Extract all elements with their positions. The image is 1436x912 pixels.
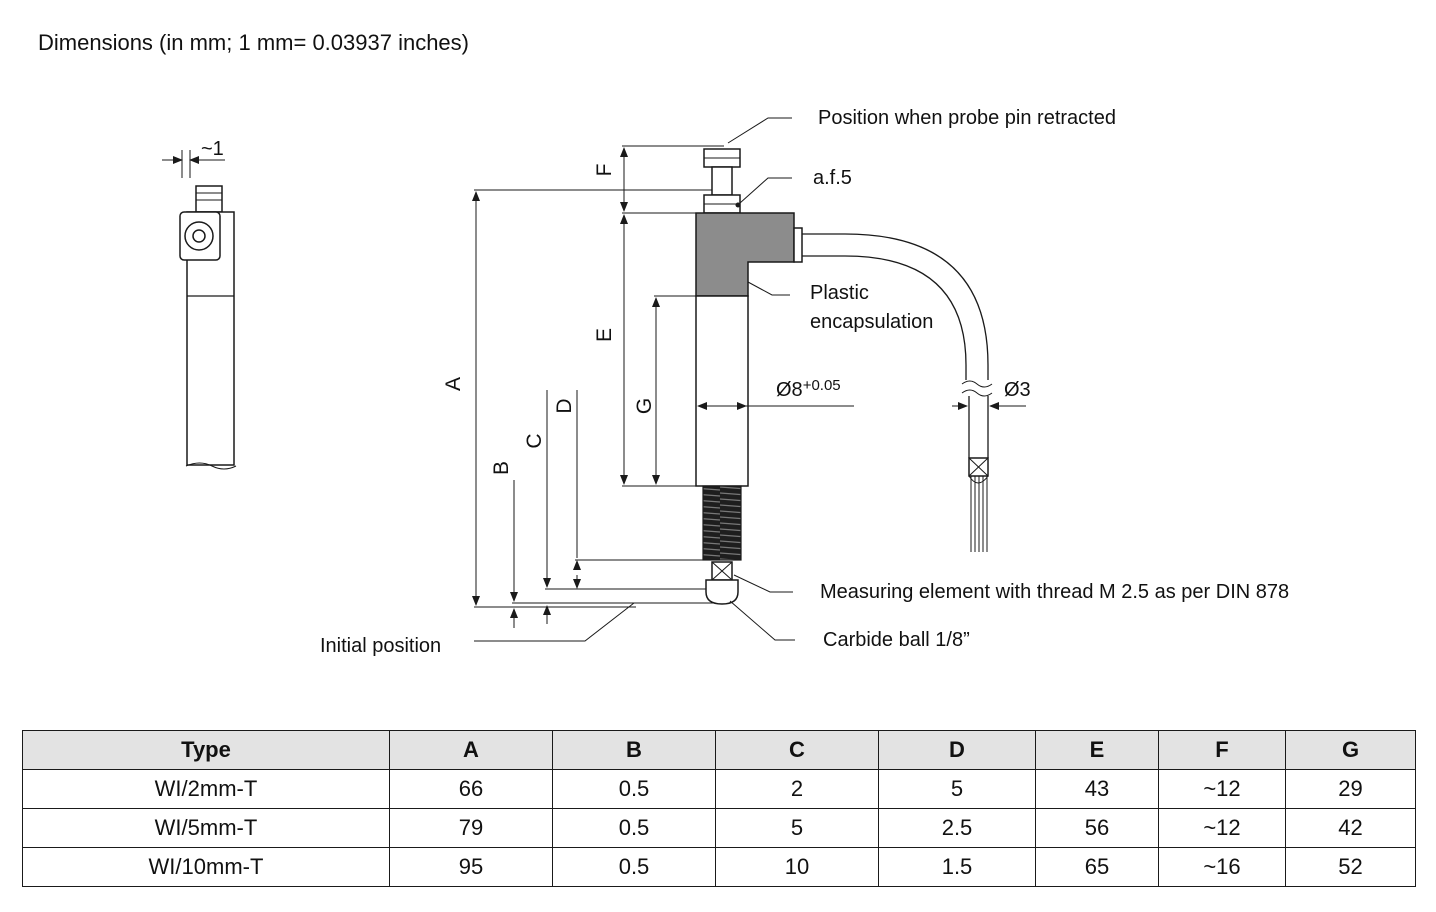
callouts: Position when probe pin retracted a.f.5 …: [320, 107, 1289, 657]
table-row: WI/2mm-T 66 0.5 2 5 43 ~12 29: [22, 769, 1416, 809]
table-row: WI/10mm-T 95 0.5 10 1.5 65 ~16 52: [22, 847, 1416, 887]
table-cell: 0.5: [552, 769, 716, 809]
table-row: WI/5mm-T 79 0.5 5 2.5 56 ~12 42: [22, 808, 1416, 848]
callout-plastic-line2: encapsulation: [810, 311, 933, 333]
dimension-letters: A B C D E F G Ø8+0.05 Ø3: [442, 164, 1031, 475]
threaded-section: [702, 485, 742, 561]
table-cell: 0.5: [552, 808, 716, 848]
table-cell: 42: [1285, 808, 1416, 848]
plastic-encapsulation: [695, 212, 795, 297]
dim-label-c: C: [523, 433, 546, 448]
table-cell: 29: [1285, 769, 1416, 809]
dim-label-d: D: [553, 398, 576, 413]
col-header-e: E: [1035, 730, 1159, 770]
table-cell: 1.5: [878, 847, 1036, 887]
callout-measuring: Measuring element with thread M 2.5 as p…: [820, 581, 1289, 603]
table-cell: 0.5: [552, 847, 716, 887]
table-cell: 95: [389, 847, 553, 887]
table-cell: ~16: [1158, 847, 1286, 887]
dim-label-g: G: [633, 398, 656, 414]
table-cell: 65: [1035, 847, 1159, 887]
callout-retracted: Position when probe pin retracted: [818, 107, 1116, 129]
dim-label-f: F: [593, 164, 616, 177]
table-header-row: Type A B C D E F G: [22, 730, 1416, 770]
callout-plastic-line1: Plastic: [810, 282, 869, 304]
table-cell: 2: [715, 769, 879, 809]
table-cell: ~12: [1158, 808, 1286, 848]
callout-af: a.f.5: [813, 167, 852, 189]
table-cell: 10: [715, 847, 879, 887]
dim-label-a: A: [442, 377, 465, 391]
dimensions-table: Type A B C D E F G WI/2mm-T 66 0.5 2 5 4…: [22, 730, 1416, 887]
table-cell: 43: [1035, 769, 1159, 809]
table-cell: 5: [878, 769, 1036, 809]
side-view: ~1: [162, 138, 237, 470]
table-cell: 2.5: [878, 808, 1036, 848]
table-cell: 56: [1035, 808, 1159, 848]
page-title: Dimensions (in mm; 1 mm= 0.03937 inches): [38, 30, 469, 55]
sensor-main-view: [695, 148, 993, 605]
table-cell: 66: [389, 769, 553, 809]
callout-carbide: Carbide ball 1/8”: [823, 629, 970, 651]
table-cell: 79: [389, 808, 553, 848]
table-cell: WI/5mm-T: [22, 808, 390, 848]
col-header-c: C: [715, 730, 879, 770]
table-cell: 52: [1285, 847, 1416, 887]
col-header-d: D: [878, 730, 1036, 770]
dimension-drawing: ~1: [162, 107, 1289, 657]
table-cell: ~12: [1158, 769, 1286, 809]
col-header-g: G: [1285, 730, 1416, 770]
dim-label-e: E: [593, 328, 616, 342]
cable-diameter-label: Ø3: [1004, 379, 1031, 401]
table-cell: WI/10mm-T: [22, 847, 390, 887]
col-header-type: Type: [22, 730, 390, 770]
col-header-f: F: [1158, 730, 1286, 770]
dim-label-b: B: [490, 461, 513, 475]
col-header-b: B: [552, 730, 716, 770]
body-diameter-label: Ø8+0.05: [776, 377, 841, 401]
table-cell: 5: [715, 808, 879, 848]
callout-initial: Initial position: [320, 635, 441, 657]
side-gap-label: ~1: [201, 138, 224, 160]
col-header-a: A: [389, 730, 553, 770]
dimension-lines: [472, 145, 1026, 628]
table-cell: WI/2mm-T: [22, 769, 390, 809]
